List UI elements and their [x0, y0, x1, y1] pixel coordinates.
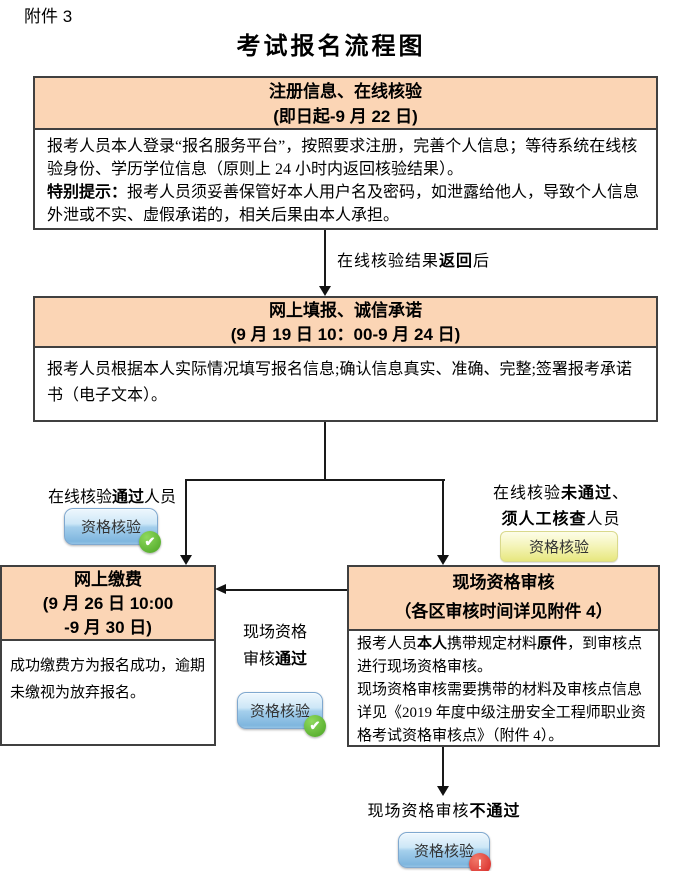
arrowhead-down-icon	[437, 786, 449, 796]
box-online-fill-header: 网上填报、诚信承诺 (9 月 19 日 10：00-9 月 24 日)	[35, 298, 656, 348]
box-online-fill-title-line2: (9 月 19 日 10：00-9 月 24 日)	[230, 325, 461, 344]
label-run: 人员	[586, 511, 621, 528]
label-run-bold: 未通过	[560, 485, 612, 502]
box-register-title-line1: 注册信息、在线核验	[269, 82, 422, 101]
qualification-badge-manual-check: 资格核验	[500, 531, 618, 562]
flow-line-to-onsite	[442, 479, 444, 555]
label-run-bold: 不通过	[469, 803, 521, 820]
label-run: 在线核验	[492, 485, 561, 502]
arrowhead-down-icon	[319, 286, 331, 296]
arrowhead-left-icon	[215, 584, 226, 594]
branch-pass-label: 在线核验通过人员	[36, 485, 188, 511]
qualification-badge-online-pass: 资格核验 ✔	[64, 508, 161, 553]
box-onsite-para2: 现场资格审核需要携带的材料及审核点信息详见《2019 年度中级注册安全工程师职业…	[357, 682, 646, 744]
box-register-para1: 报考人员本人登录“报名服务平台”，按照要求注册，完善个人信息；等待系统在线核验身…	[47, 138, 638, 178]
check-icon: ✔	[139, 531, 161, 553]
flow-line-onsite-to-payment	[225, 589, 347, 591]
qualification-badge-onsite-pass: 资格核验 ✔	[237, 692, 326, 737]
box-onsite-title-line2: （各区审核时间详见附件 4）	[394, 602, 613, 621]
qualification-badge-label: 资格核验	[249, 703, 310, 720]
branch-manual-label: 在线核验未通过、 须人工核查人员	[466, 481, 656, 533]
box-register-para2-lead: 特别提示：	[47, 184, 128, 201]
box-onsite-review-header: 现场资格审核 （各区审核时间详见附件 4）	[349, 567, 658, 631]
label-run-bold: 须人工核查	[501, 511, 587, 528]
box-onsite-review-body: 报考人员本人携带规定材料原件，到审核点进行现场资格审核。 现场资格审核需要携带的…	[349, 631, 658, 748]
label-run: 在线核验结果	[337, 253, 440, 270]
label-run: 在线核验	[47, 489, 112, 506]
label-run: 人员	[144, 489, 177, 506]
label-run: 现场资格审核	[367, 803, 470, 820]
box-online-fill-title-line1: 网上填报、诚信承诺	[269, 301, 422, 320]
flow-line-split	[185, 479, 445, 481]
exclamation-icon: !	[469, 853, 491, 871]
branch-manual-line2: 须人工核查人员	[466, 507, 656, 533]
flow-line-fill-down	[324, 422, 326, 479]
box-payment-title-line1: 网上缴费	[74, 570, 142, 589]
box-online-fill-body: 报考人员根据本人实际情况填写报名信息;确认信息真实、准确、完整;签署报考承诺书（…	[35, 348, 656, 409]
qualification-badge-label: 资格核验	[80, 519, 141, 536]
page-title: 考试报名流程图	[236, 33, 426, 60]
onsite-pass-label: 现场资格 审核通过	[225, 619, 325, 673]
online-check-returned-label: 在线核验结果返回后	[337, 249, 490, 275]
label-run-bold: 本人	[417, 636, 448, 652]
box-payment-header: 网上缴费 (9 月 26 日 10:00 -9 月 30 日)	[2, 567, 214, 641]
box-payment: 网上缴费 (9 月 26 日 10:00 -9 月 30 日) 成功缴费方为报名…	[0, 565, 216, 746]
qualification-badge-onsite-fail: 资格核验 !	[398, 832, 491, 871]
box-payment-title-line3: -9 月 30 日)	[64, 618, 152, 637]
box-onsite-review: 现场资格审核 （各区审核时间详见附件 4） 报考人员本人携带规定材料原件，到审核…	[347, 565, 660, 747]
label-run: ，到审核点进行现场资格审核。	[357, 636, 643, 675]
qualification-badge-label: 资格核验	[413, 842, 474, 860]
arrowhead-down-icon	[180, 555, 192, 565]
label-run: 审核	[242, 651, 275, 668]
label-run: 后	[473, 253, 491, 270]
label-run-bold: 通过	[275, 651, 308, 668]
arrowhead-down-icon	[437, 555, 449, 565]
label-run-bold: 通过	[111, 489, 144, 506]
box-register-header: 注册信息、在线核验 (即日起-9 月 22 日)	[35, 78, 656, 130]
box-payment-body: 成功缴费方为报名成功，逾期未缴视为放弃报名。	[2, 641, 214, 707]
attachment-label: 附件 3	[24, 7, 73, 26]
box-payment-para1: 成功缴费方为报名成功，逾期未缴视为放弃报名。	[10, 658, 206, 701]
box-payment-title-line2: (9 月 26 日 10:00	[42, 594, 174, 613]
label-run-bold: 原件	[537, 636, 568, 652]
label-run: 携带规定材料	[447, 636, 538, 652]
box-onsite-title-line1: 现场资格审核	[452, 573, 555, 592]
box-register-body: 报考人员本人登录“报名服务平台”，按照要求注册，完善个人信息；等待系统在线核验身…	[35, 130, 656, 227]
flow-line-onsite-fail	[442, 747, 444, 786]
check-icon: ✔	[304, 715, 326, 737]
qualification-badge-label: 资格核验	[528, 539, 589, 556]
label-run: 报考人员	[357, 636, 418, 652]
box-register: 注册信息、在线核验 (即日起-9 月 22 日) 报考人员本人登录“报名服务平台…	[33, 76, 658, 230]
onsite-pass-line2: 审核通过	[225, 646, 325, 673]
branch-manual-line1: 在线核验未通过、	[466, 481, 656, 507]
onsite-fail-label: 现场资格审核不通过	[354, 799, 534, 825]
label-run: 、	[612, 485, 630, 502]
flow-line-to-payment	[185, 479, 187, 555]
onsite-pass-line1: 现场资格	[242, 624, 307, 641]
box-online-fill: 网上填报、诚信承诺 (9 月 19 日 10：00-9 月 24 日) 报考人员…	[33, 296, 658, 422]
box-register-title-line2: (即日起-9 月 22 日)	[273, 107, 418, 126]
flow-line-register-to-fill	[324, 230, 326, 286]
box-register-para2-rest: 报考人员须妥善保管好本人用户名及密码，如泄露给他人，导致个人信息外泄或不实、虚假…	[47, 184, 640, 224]
label-run-bold: 返回	[439, 253, 474, 270]
box-online-fill-para1: 报考人员根据本人实际情况填写报名信息;确认信息真实、准确、完整;签署报考承诺书（…	[47, 361, 632, 404]
